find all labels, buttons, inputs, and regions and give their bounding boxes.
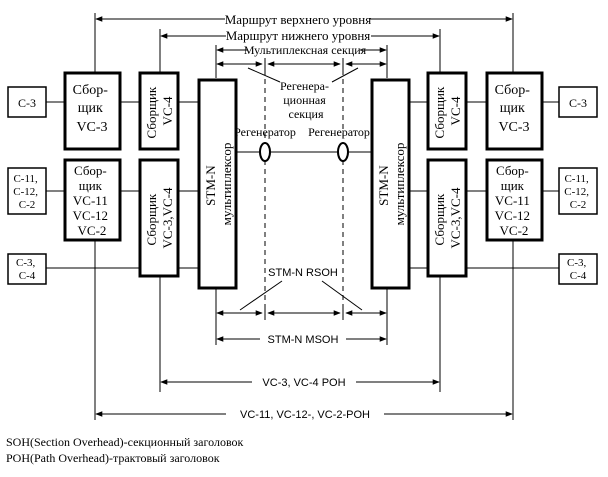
svg-text:Сбор- щик VC-3: Сбор- щик VC-3 bbox=[495, 83, 534, 135]
msoh-dimension: STM-N MSOH bbox=[216, 334, 387, 346]
vc11-poh-dimension: VC-11, VC-12-, VC-2-POH bbox=[94, 240, 514, 421]
regen-section-line2: ционная bbox=[283, 93, 326, 107]
svg-text:C-3, C-4: C-3, C-4 bbox=[16, 257, 38, 282]
right-stm-multiplexer: STM-N мультиплексор bbox=[370, 78, 411, 290]
mux-section-dimension: Мультиплексная секция bbox=[215, 43, 388, 78]
svg-text:C-3, C-4: C-3, C-4 bbox=[567, 257, 589, 282]
right-assembler-vc34: Сборщик VC-3,VC-4 bbox=[426, 158, 468, 278]
regen-section-top: Регенера- ционная секция bbox=[216, 58, 387, 121]
svg-text:Сборщик VC-4: Сборщик VC-4 bbox=[432, 84, 463, 139]
right-c3-box: C-3 bbox=[558, 86, 598, 118]
left-assembler-vc34: Сборщик VC-3,VC-4 bbox=[138, 158, 180, 278]
regenerator-left: Регенератор bbox=[234, 125, 296, 162]
right-assembler-vc4: Сборщик VC-4 bbox=[426, 71, 468, 151]
upper-route-label: Маршрут верхнего уровня bbox=[225, 12, 372, 27]
right-assembler-vc3: Сбор- щик VC-3 bbox=[485, 71, 544, 151]
svg-text:Сборщик VC-3,VC-4: Сборщик VC-3,VC-4 bbox=[432, 187, 463, 249]
lower-route-dimension: Маршрут нижнего уровня bbox=[159, 28, 441, 75]
left-connections bbox=[46, 101, 199, 269]
rsoh-dimension: STM-N RSOH bbox=[215, 267, 388, 345]
left-assembler-vc3: Сбор- щик VC-3 bbox=[63, 71, 122, 151]
svg-text:Сбор- щик VC-11: Сбор- щик VC-11 VC-12 VC-2 bbox=[495, 163, 534, 238]
legend-poh: POH(Path Overhead)-трактовый заголовок bbox=[6, 451, 220, 465]
left-c3-box: C-3 bbox=[7, 86, 47, 118]
svg-text:Регенератор: Регенератор bbox=[234, 125, 296, 139]
svg-text:STM-N мультиплексор: STM-N мультиплексор bbox=[376, 143, 407, 226]
left-stm-multiplexer: STM-N мультиплексор bbox=[197, 78, 238, 290]
vc34-poh-dimension: VC-3, VC-4 POH bbox=[159, 276, 441, 392]
regen-section-line3: секция bbox=[289, 107, 324, 121]
regen-section-line1: Регенера- bbox=[280, 79, 329, 93]
svg-text:Сборщик VC-4: Сборщик VC-4 bbox=[144, 84, 175, 139]
vc34-poh-label: VC-3, VC-4 POH bbox=[262, 377, 345, 389]
msoh-label: STM-N MSOH bbox=[268, 334, 339, 346]
left-assembler-vc11: Сбор- щик VC-11 VC-12 VC-2 bbox=[63, 158, 122, 242]
legend-soh: SOH(Section Overhead)-секционный заголов… bbox=[6, 435, 244, 449]
lower-route-label: Маршрут нижнего уровня bbox=[226, 28, 371, 43]
svg-text:Сборщик VC-3,VC-4: Сборщик VC-3,VC-4 bbox=[144, 187, 175, 249]
svg-text:C-11, C-12, C-2: C-11, C-12, C-2 bbox=[564, 173, 592, 211]
svg-text:Сбор- щик VC-3: Сбор- щик VC-3 bbox=[73, 83, 112, 135]
mux-section-label: Мультиплексная секция bbox=[244, 43, 367, 57]
svg-text:Регенератор: Регенератор bbox=[308, 125, 370, 139]
left-c11-box: C-11, C-12, C-2 bbox=[7, 167, 47, 215]
svg-text:C-11, C-12, C-2: C-11, C-12, C-2 bbox=[13, 173, 41, 211]
left-c3c4-box: C-3, C-4 bbox=[7, 253, 47, 285]
right-assembler-vc11: Сбор- щик VC-11 VC-12 VC-2 bbox=[485, 158, 544, 242]
svg-text:C-3: C-3 bbox=[18, 96, 36, 110]
right-c3c4-box: C-3, C-4 bbox=[558, 253, 598, 285]
svg-text:STM-N мультиплексор: STM-N мультиплексор bbox=[203, 143, 234, 226]
svg-text:C-3: C-3 bbox=[569, 96, 587, 110]
right-c11-box: C-11, C-12, C-2 bbox=[558, 167, 598, 215]
upper-route-dimension: Маршрут верхнего уровня bbox=[94, 12, 514, 75]
vc11-poh-label: VC-11, VC-12-, VC-2-POH bbox=[240, 409, 370, 421]
svg-text:Сбор- щик VC-11: Сбор- щик VC-11 VC-12 VC-2 bbox=[73, 163, 112, 238]
rsoh-label: STM-N RSOH bbox=[268, 267, 338, 279]
regenerator-right: Регенератор bbox=[308, 125, 370, 162]
svg-text:Регенера- ционная: Регенера- ционная секция bbox=[280, 79, 332, 121]
legend: SOH(Section Overhead)-секционный заголов… bbox=[6, 435, 244, 465]
left-assembler-vc4: Сборщик VC-4 bbox=[138, 71, 180, 151]
